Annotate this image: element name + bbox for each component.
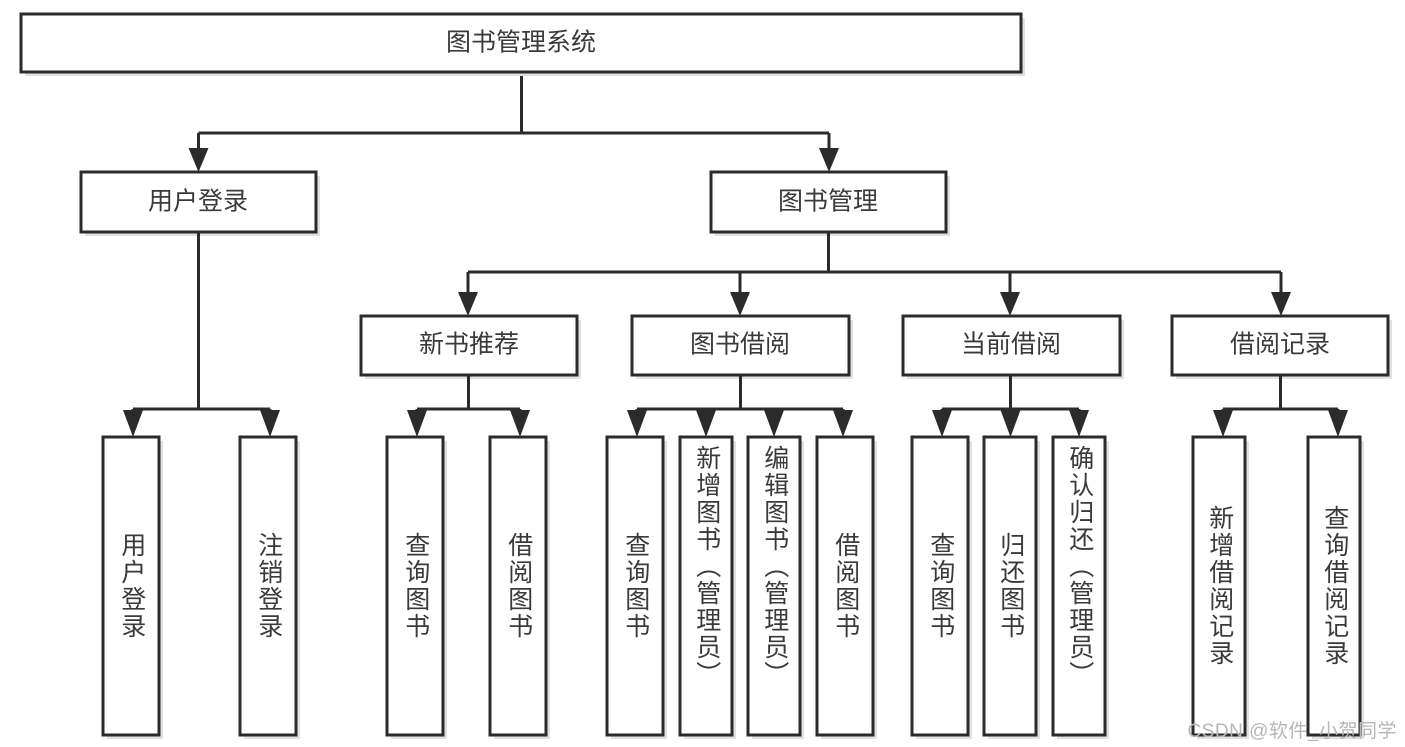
borrow-record-label: 借阅记录 [1230,331,1330,359]
arrowhead-leaf-borrow-book-1 [510,410,530,437]
connectors-book-management-to-level2 [458,232,1291,316]
leaf-node-borrow-book-2[interactable] [815,435,877,739]
node-user-login[interactable]: 用户登录 [79,170,320,236]
root-box[interactable] [19,12,1023,74]
arrowhead-leaf-user-logout [260,410,280,437]
arrowhead-user-login [188,148,209,172]
leaf-query-book-3-box[interactable] [910,435,970,737]
arrowhead-current-borrow [1000,292,1020,316]
leaf-confirm-return-box[interactable] [1051,435,1107,737]
arrowhead-leaf-add-record [1213,410,1233,437]
leaf-node-user-logout[interactable] [238,435,300,739]
connectors-borrow-record-to-leaves [1213,375,1348,437]
user-login-label: 用户登录 [148,188,248,216]
leaf-node-query-book-2[interactable] [605,435,667,739]
node-book-management[interactable]: 图书管理 [709,170,950,236]
node-book-borrow[interactable]: 图书借阅 [630,314,853,379]
user-login-box[interactable] [79,170,318,234]
leaf-node-return-book[interactable] [982,435,1040,739]
new-book-recommend-label: 新书推荐 [419,331,519,359]
arrowhead-leaf-borrow-book-2 [833,410,853,437]
arrowhead-leaf-edit-book [764,410,784,437]
arrowhead-borrow-record [1271,292,1291,316]
node-root[interactable]: 图书管理系统 [19,12,1025,76]
borrow-record-box[interactable] [1170,314,1390,377]
book-management-label: 图书管理 [778,188,878,216]
leaf-add-record-box[interactable] [1191,435,1247,737]
connectors-current-borrow-to-leaves [932,375,1089,437]
leaf-node-confirm-return[interactable] [1051,435,1109,739]
arrowhead-leaf-query-book-3 [932,410,952,437]
arrowhead-leaf-return-book [1000,410,1021,437]
leaf-user-login-box[interactable] [101,435,161,737]
leaf-node-query-record[interactable] [1306,435,1364,739]
leaf-borrow-book-2-box[interactable] [815,435,875,737]
arrowhead-book-management [819,148,839,172]
arrowhead-leaf-confirm-return [1069,410,1089,437]
leaf-query-book-2-box[interactable] [605,435,665,737]
node-new-book-recommend[interactable]: 新书推荐 [359,314,581,379]
leaf-node-borrow-book-1[interactable] [488,435,550,739]
leaf-user-logout-box[interactable] [238,435,298,737]
leaf-query-book-1-box[interactable] [385,435,445,737]
leaf-node-query-book-1[interactable] [385,435,447,739]
node-current-borrow[interactable]: 当前借阅 [901,314,1124,379]
arrowhead-leaf-user-login [123,410,143,437]
leaf-borrow-book-1-box[interactable] [488,435,548,737]
leaf-edit-book-box[interactable] [746,435,802,737]
arrowhead-leaf-query-book-2 [627,410,647,437]
arrowhead-leaf-query-book-1 [407,410,427,437]
connectors-new-book-to-leaves [407,375,530,437]
leaf-node-query-book-3[interactable] [910,435,972,739]
node-borrow-record[interactable]: 借阅记录 [1170,314,1392,379]
leaf-node-user-login[interactable] [101,435,163,739]
leaf-node-edit-book[interactable] [746,435,804,739]
arrowhead-leaf-query-record [1328,410,1348,437]
leaf-node-add-book[interactable] [678,435,736,739]
current-borrow-box[interactable] [901,314,1122,377]
connectors-user-login-to-leaves [123,232,280,437]
leaf-return-book-box[interactable] [982,435,1038,737]
csdn-watermark: CSDN @软件_小贺同学 [1187,721,1397,742]
connectors-book-borrow-to-leaves [627,375,853,437]
book-management-box[interactable] [709,170,948,234]
new-book-recommend-box[interactable] [359,314,579,377]
arrowhead-new-book-recommend [458,292,478,316]
book-borrow-label: 图书借阅 [690,331,790,359]
leaf-add-book-box[interactable] [678,435,734,737]
arrowhead-book-borrow [730,292,750,316]
arrowhead-leaf-add-book [696,410,716,437]
root-label: 图书管理系统 [446,29,596,57]
current-borrow-label: 当前借阅 [961,331,1061,359]
leaf-query-record-box[interactable] [1306,435,1362,737]
connectors-root-to-level1 [188,76,839,172]
leaf-node-add-record[interactable] [1191,435,1249,739]
